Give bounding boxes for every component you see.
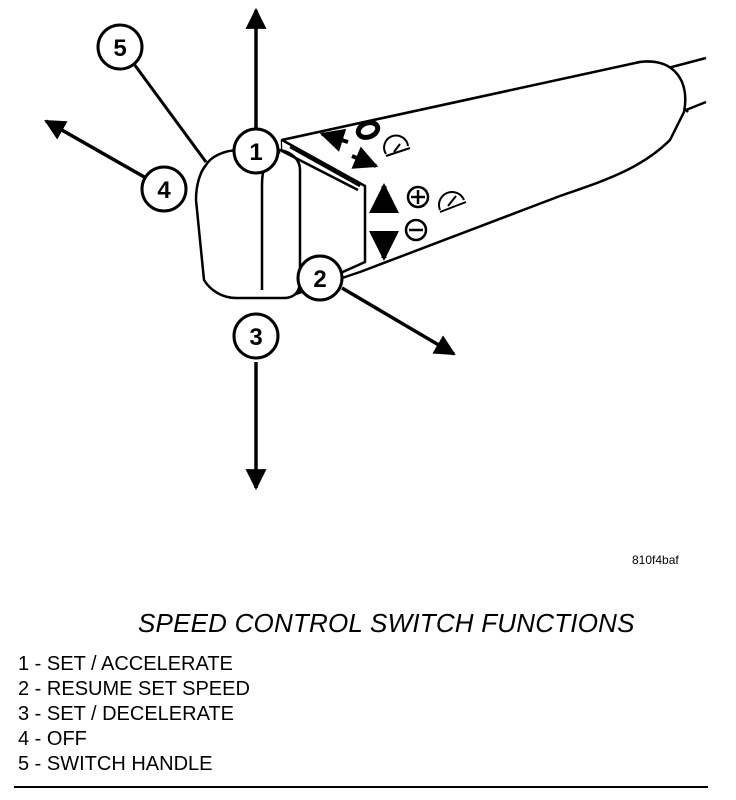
speed-control-switch-diagram: 1 2 3 4 5 bbox=[44, 7, 707, 491]
direction-arrows bbox=[44, 7, 456, 491]
legend-item: 4 - OFF bbox=[18, 728, 87, 750]
legend-item: 2 - RESUME SET SPEED bbox=[18, 678, 250, 700]
svg-text:3: 3 bbox=[249, 324, 262, 351]
callout-3: 3 bbox=[232, 312, 280, 360]
svg-text:5: 5 bbox=[113, 35, 126, 62]
legend-number: 1 bbox=[18, 653, 30, 675]
off-marking-arrow bbox=[319, 128, 349, 152]
switch-markings bbox=[319, 120, 467, 261]
legend-item: 3 - SET / DECELERATE bbox=[18, 703, 234, 725]
legend-label: SET / DECELERATE bbox=[46, 703, 234, 725]
figure-title: SPEED CONTROL SWITCH FUNCTIONS bbox=[138, 608, 635, 638]
legend-label: SWITCH HANDLE bbox=[46, 753, 213, 775]
callout-5: 5 bbox=[96, 23, 144, 71]
svg-text:4: 4 bbox=[157, 177, 171, 204]
speedometer-icon bbox=[383, 134, 411, 157]
legend-number: 3 bbox=[18, 703, 30, 725]
legend-label: RESUME SET SPEED bbox=[46, 678, 250, 700]
minus-symbol-icon bbox=[404, 218, 428, 242]
legend-label: SET / ACCELERATE bbox=[46, 653, 233, 675]
plus-symbol-icon bbox=[406, 185, 430, 209]
legend-number: 5 bbox=[18, 753, 30, 775]
arrow-off bbox=[44, 119, 147, 180]
callout-2: 2 bbox=[296, 254, 344, 302]
legend-item: 5 - SWITCH HANDLE bbox=[18, 753, 213, 775]
leader-switch-handle bbox=[132, 63, 208, 163]
legend-item: 1 - SET / ACCELERATE bbox=[18, 653, 233, 675]
speedometer-icon-2 bbox=[438, 191, 467, 213]
svg-text:2: 2 bbox=[313, 266, 326, 293]
svg-text:1: 1 bbox=[249, 139, 262, 166]
callout-1: 1 bbox=[232, 127, 280, 175]
arrow-resume bbox=[341, 286, 456, 356]
legend: 1 - SET / ACCELERATE 2 - RESUME SET SPEE… bbox=[18, 652, 250, 777]
off-symbol bbox=[355, 120, 381, 140]
legend-number: 2 bbox=[18, 678, 30, 700]
bottom-divider bbox=[14, 786, 708, 788]
switch-handle bbox=[194, 56, 707, 300]
figure-id: 810f4baf bbox=[632, 553, 679, 567]
legend-number: 4 bbox=[18, 728, 30, 750]
resume-marking-arrow bbox=[351, 146, 379, 169]
legend-label: OFF bbox=[46, 728, 87, 750]
callout-4: 4 bbox=[140, 165, 188, 213]
